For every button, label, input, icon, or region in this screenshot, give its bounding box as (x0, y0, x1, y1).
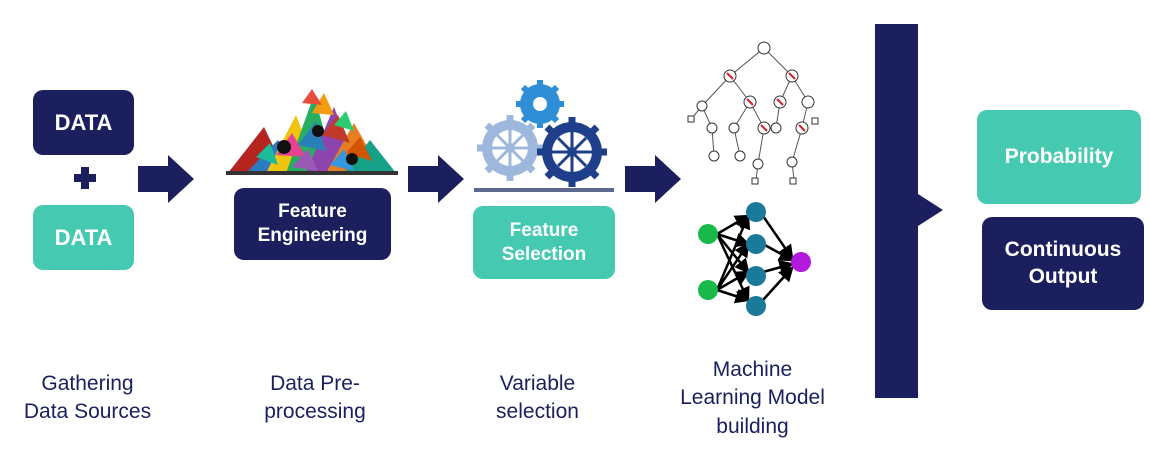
caption-ml-line1: Machine (712, 358, 793, 381)
feature-selection-box: Feature Selection (473, 206, 615, 279)
caption-variable-line2: selection (496, 400, 579, 424)
caption-ml-line3: building (716, 414, 789, 438)
caption-preprocessing-line2: processing (264, 400, 366, 424)
continuous-output-line1: Continuous (1004, 238, 1122, 262)
continuous-output-line2: Output (1028, 264, 1098, 288)
plus-icon (74, 167, 96, 189)
output-bar-arrow (875, 24, 943, 398)
caption-gathering: Gathering Data Sources (0, 370, 175, 427)
caption-variable-line1: Variable (499, 372, 576, 395)
feature-engineering-line2: Engineering (257, 225, 368, 246)
decision-tree-icon (687, 41, 819, 185)
caption-variable-selection: Variable selection (465, 370, 610, 427)
data-box-top: DATA (33, 90, 134, 155)
caption-gathering-line2: Data Sources (23, 400, 152, 424)
caption-ml-line2: Learning Model (680, 386, 825, 410)
probability-label: Probability (1004, 144, 1114, 168)
caption-preprocessing-line1: Data Pre- (270, 372, 360, 395)
caption-gathering-line1: Gathering (41, 372, 134, 395)
neural-network-icon (698, 202, 811, 316)
continuous-output-box: Continuous Output (982, 217, 1144, 310)
data-box-bottom-label: DATA (54, 224, 113, 250)
feature-selection-line2: Selection (501, 243, 587, 265)
probability-box: Probability (977, 110, 1141, 204)
arrow-right-icon-3 (625, 155, 681, 203)
feature-engineering-line1: Feature (278, 201, 347, 223)
arrow-right-icon-2 (408, 155, 464, 203)
feature-engineering-box: Feature Engineering (234, 188, 391, 260)
data-box-bottom: DATA (33, 205, 134, 270)
gears-icon (474, 80, 614, 192)
arrow-right-icon-1 (138, 155, 194, 203)
feature-selection-line1: Feature (509, 219, 579, 241)
caption-preprocessing: Data Pre- processing (235, 370, 395, 427)
caption-ml-model: Machine Learning Model building (655, 356, 850, 441)
data-box-top-label: DATA (54, 109, 113, 135)
shapes-pile-image (226, 89, 398, 175)
